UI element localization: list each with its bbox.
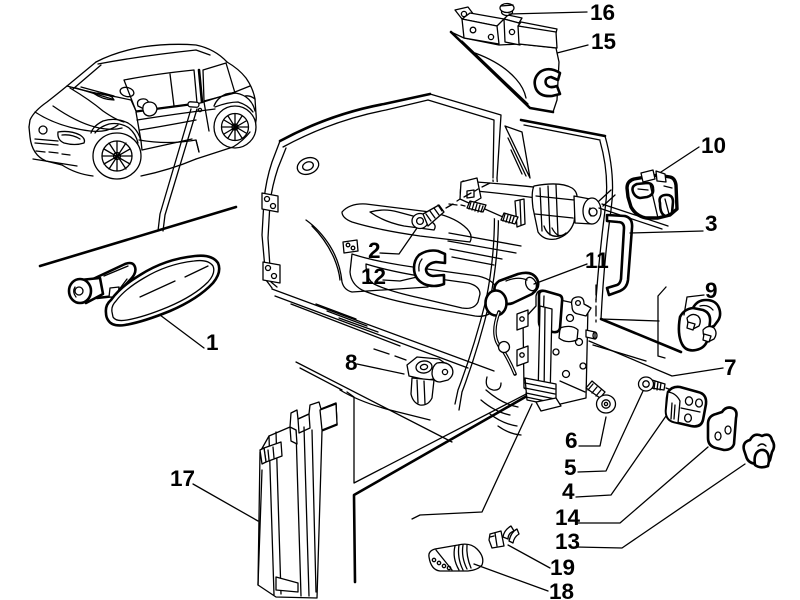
svg-text:4: 4 (562, 479, 575, 504)
svg-text:10: 10 (701, 133, 726, 158)
svg-text:3: 3 (705, 211, 718, 236)
svg-text:19: 19 (550, 555, 575, 580)
svg-text:1: 1 (206, 330, 219, 355)
svg-text:5: 5 (564, 455, 577, 480)
svg-text:7: 7 (724, 355, 737, 380)
svg-text:2: 2 (368, 238, 381, 263)
svg-text:8: 8 (345, 350, 358, 375)
svg-text:15: 15 (591, 29, 616, 54)
svg-text:14: 14 (555, 505, 581, 530)
svg-text:16: 16 (590, 0, 615, 25)
svg-text:12: 12 (361, 264, 386, 289)
svg-text:6: 6 (565, 428, 578, 453)
svg-text:13: 13 (555, 529, 580, 554)
svg-text:11: 11 (585, 248, 609, 273)
svg-text:9: 9 (705, 278, 718, 303)
svg-text:17: 17 (170, 466, 195, 491)
svg-text:18: 18 (549, 579, 574, 600)
